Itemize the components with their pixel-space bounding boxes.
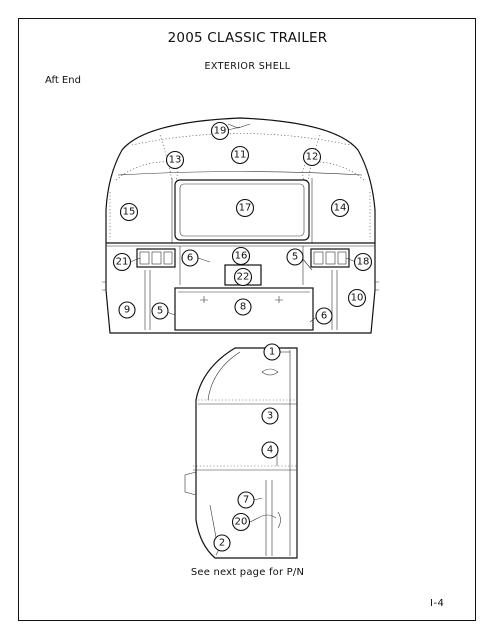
svg-text:20: 20 [235,517,248,528]
svg-text:9: 9 [124,305,130,316]
callout-18: 18 [353,252,373,272]
callout-3: 3 [261,407,279,425]
callout-22: 22 [233,267,253,287]
svg-text:22: 22 [237,272,250,283]
callout-leaders [129,126,357,556]
svg-text:15: 15 [123,207,136,218]
svg-text:12: 12 [306,152,319,163]
callout-14: 14 [330,198,350,218]
svg-text:6: 6 [187,253,193,264]
side-view [184,347,298,559]
left-taillight-assembly [136,248,176,268]
svg-text:10: 10 [351,293,364,304]
callout-9: 9 [118,301,136,319]
page-border [18,18,476,621]
svg-text:19: 19 [214,126,227,137]
right-taillight-assembly [310,248,350,268]
svg-text:5: 5 [157,306,163,317]
aft-shell-outline [105,117,376,334]
callout-6-right: 6 [315,307,333,325]
callout-17: 17 [235,198,255,218]
callout-5-left: 5 [151,302,169,320]
svg-text:6: 6 [321,311,327,322]
callout-20: 20 [231,512,251,532]
callout-8: 8 [234,298,252,316]
svg-text:14: 14 [334,203,347,214]
callout-19: 19 [210,121,230,141]
diagram-subtitle: EXTERIOR SHELL [204,61,291,72]
aft-end-view [102,117,379,334]
callout-10: 10 [347,288,367,308]
callout-1: 1 [263,343,281,361]
diagram-title: 2005 CLASSIC TRAILER [167,30,328,46]
svg-text:1: 1 [269,347,275,358]
svg-text:5: 5 [292,252,298,263]
svg-text:13: 13 [169,155,182,166]
svg-text:17: 17 [239,203,252,214]
svg-text:18: 18 [357,257,370,268]
callout-13: 13 [165,150,185,170]
svg-text:11: 11 [234,150,247,161]
rear-window [174,179,310,241]
callout-15: 15 [119,202,139,222]
callout-16: 16 [231,246,251,266]
svg-text:2: 2 [219,538,225,549]
callout-7: 7 [237,491,255,509]
view-label-aft-end: Aft End [45,75,81,86]
page-number: I-4 [430,598,445,609]
svg-text:4: 4 [267,445,273,456]
svg-text:7: 7 [243,495,249,506]
callout-6-left: 6 [181,249,199,267]
svg-text:16: 16 [235,251,248,262]
see-next-page-note: See next page for P/N [190,567,305,578]
callout-12: 12 [302,147,322,167]
svg-text:3: 3 [267,411,273,422]
side-shell-outline [195,347,298,559]
rear-bumper [174,287,314,331]
callout-4: 4 [261,441,279,459]
callout-11: 11 [230,145,250,165]
svg-text:8: 8 [240,302,246,313]
callout-21: 21 [112,252,132,272]
svg-text:21: 21 [116,257,129,268]
callout-2: 2 [213,534,231,552]
callout-5-right: 5 [286,248,304,266]
